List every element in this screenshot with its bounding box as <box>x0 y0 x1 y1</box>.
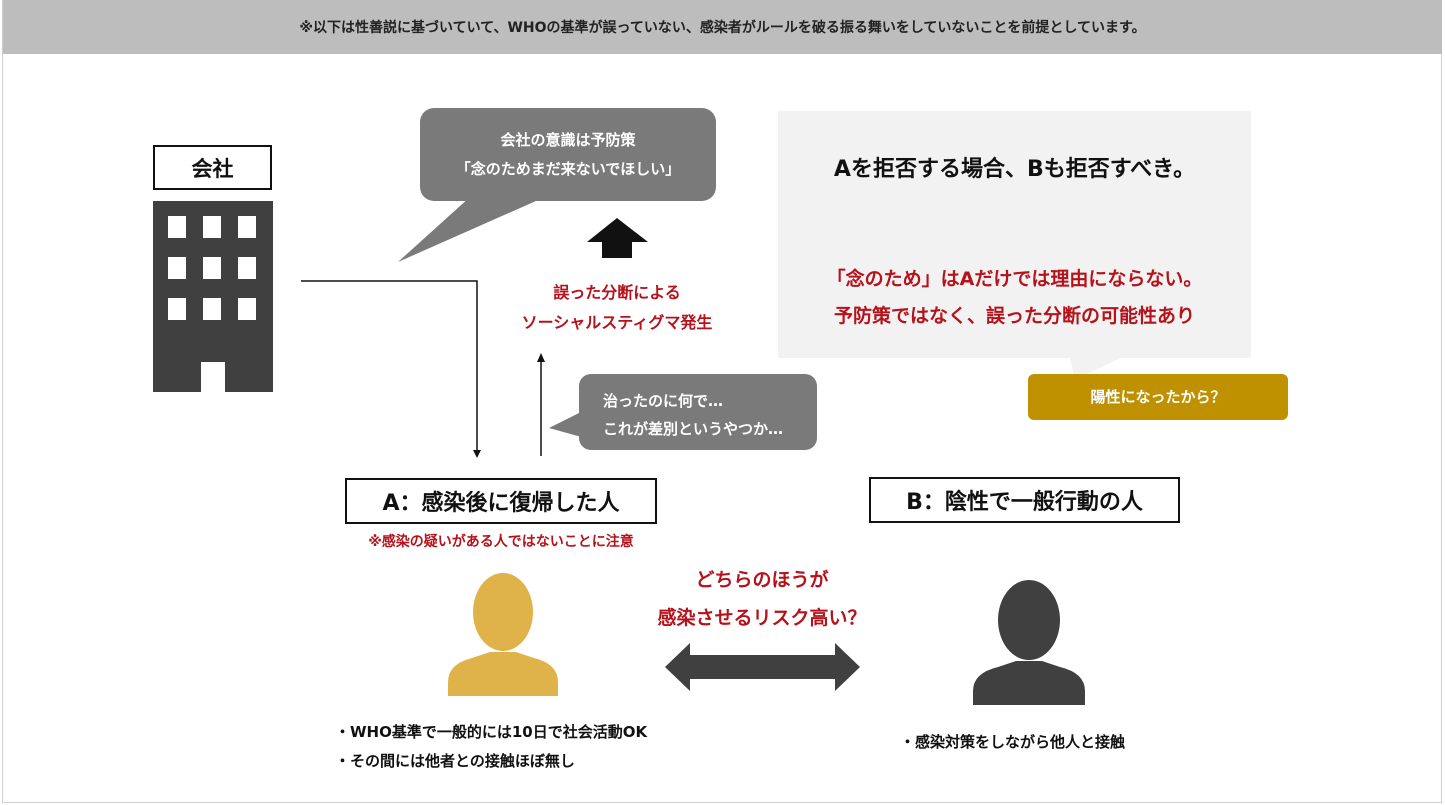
speech-tail <box>549 410 585 438</box>
person-a-notes: ・WHO基準で一般的には10日で社会活動OK ・その間には他者との接触ほぼ無し <box>335 718 695 776</box>
premise-note: ※以下は性善説に基づいていて、WHOの基準が誤っていない、感染者がルールを破る振… <box>299 20 1146 36</box>
arrow-down-icon <box>473 450 481 458</box>
list-item: ・感染対策をしながら他人と接触 <box>900 733 1126 751</box>
list-item: ・WHO基準で一般的には10日で社会活動OK <box>335 723 648 741</box>
person-a-caution: ※感染の疑いがある人ではないことに注意 <box>368 534 634 550</box>
conclusion-reason: 「念のため」はAだけでは理由にならない。 予防策ではなく、誤った分断の可能性あり <box>826 268 1203 327</box>
speech-tail <box>398 197 545 262</box>
person-a-label: A：感染後に復帰した人 <box>345 478 657 524</box>
conclusion-heading: Aを拒否する場合、Bも拒否すべき。 <box>833 157 1196 182</box>
list-item: ・その間には他者との接触ほぼ無し <box>335 752 575 770</box>
person-icon <box>448 573 558 696</box>
arrow-up-icon <box>537 353 545 362</box>
person-b-label: B：陰性で一般行動の人 <box>869 477 1180 523</box>
company-to-a-connector <box>301 280 478 452</box>
building-icon <box>153 201 273 392</box>
conclusion-panel: Aを拒否する場合、Bも拒否すべき。 「念のため」はAだけでは理由にならない。 予… <box>778 111 1251 358</box>
person-icon <box>973 580 1085 705</box>
risk-question: どちらのほうが 感染させるリスク高い？ <box>657 569 867 629</box>
big-arrow-up-icon <box>587 218 648 258</box>
a-thought-bubble: 治ったのに何で… これが差別というやつか… <box>579 374 817 450</box>
company-label: 会社 <box>153 145 272 190</box>
premise-banner: ※以下は性善説に基づいていて、WHOの基準が誤っていない、感染者がルールを破る振… <box>3 0 1442 54</box>
company-speech-bubble: 会社の意識は予防策 「念のためまだ来ないでほしい」 <box>420 108 716 201</box>
stigma-text: 誤った分断による ソーシャルスティグマ発生 <box>521 283 713 332</box>
b-speech-bubble: 陽性になったから？ <box>1028 374 1288 420</box>
person-b-notes: ・感染対策をしながら他人と接触 <box>900 728 1200 757</box>
double-arrow-icon <box>665 643 860 691</box>
